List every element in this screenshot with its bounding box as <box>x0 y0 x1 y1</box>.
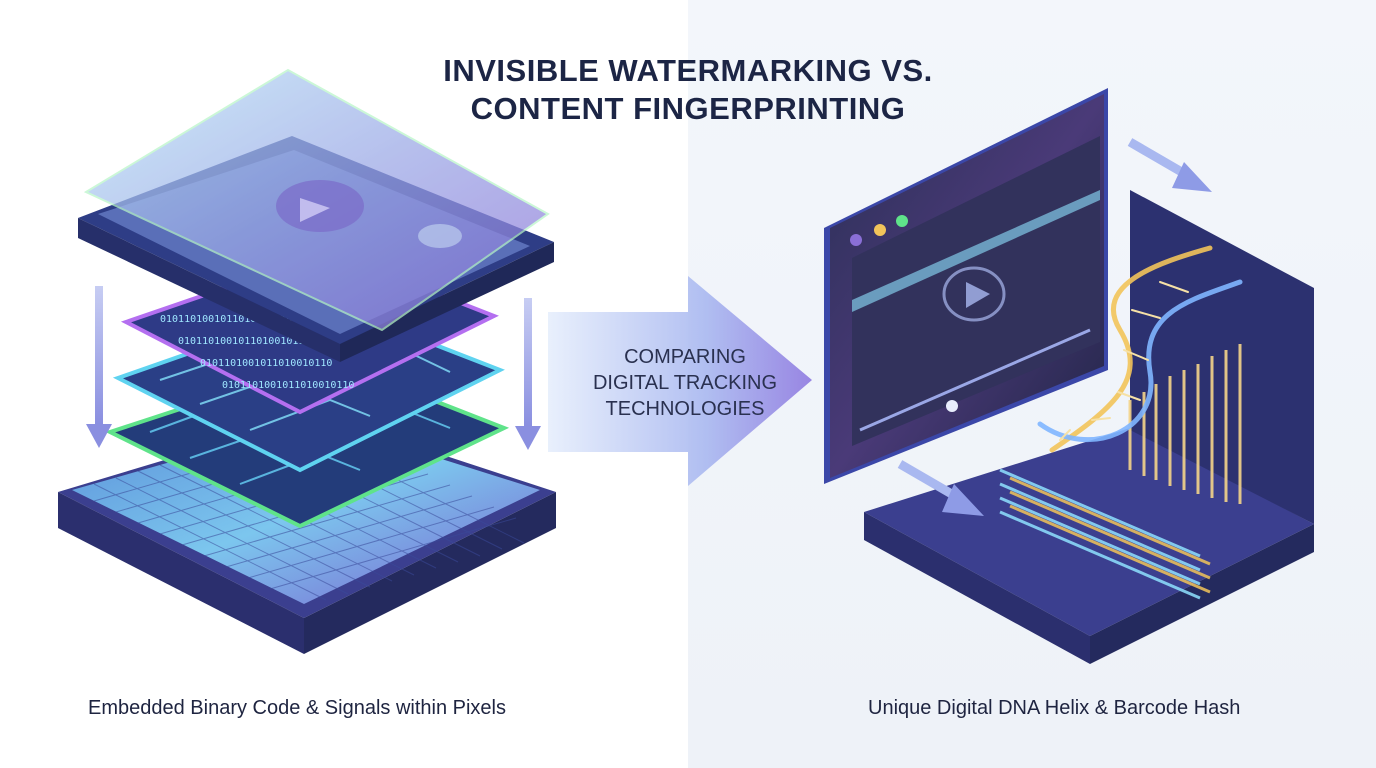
flow-arrow-top <box>1127 138 1212 192</box>
right-caption: Unique Digital DNA Helix & Barcode Hash <box>868 697 1241 719</box>
comparison-label-line-1: COMPARING <box>624 346 746 368</box>
play-icon <box>966 282 990 308</box>
comparison-label: COMPARING DIGITAL TRACKING TECHNOLOGIES <box>560 344 810 422</box>
title-line-1: INVISIBLE WATERMARKING VS. <box>443 53 933 88</box>
comparison-label-line-3: TECHNOLOGIES <box>605 398 765 420</box>
monitor-window <box>824 88 1108 484</box>
image-frame-layer <box>78 68 554 362</box>
page-title: INVISIBLE WATERMARKING VS. CONTENT FINGE… <box>388 52 988 128</box>
window-dot-purple <box>850 234 862 246</box>
comparison-label-line-2: DIGITAL TRACKING <box>592 372 778 394</box>
embed-arrow-right <box>515 298 541 450</box>
window-dot-yellow <box>874 224 886 236</box>
binary-text-row-2: 0101101001011010010110 <box>178 336 310 347</box>
binary-text-row-4: 0101101001011010010110 <box>222 380 354 391</box>
back-panel <box>1130 190 1314 524</box>
watermark-layer-stack: 0101101001011010010110 01011010010110100… <box>58 68 556 654</box>
video-progress-bar <box>859 328 1091 432</box>
title-line-2: CONTENT FINGERPRINTING <box>470 91 906 126</box>
progress-handle <box>946 400 958 412</box>
left-caption: Embedded Binary Code & Signals within Pi… <box>88 697 506 719</box>
fingerprint-base-plate <box>864 428 1314 664</box>
fingerprint-scene <box>824 88 1314 664</box>
window-dot-green <box>896 215 908 227</box>
binary-text-row-3: 0101101001011010010110 <box>200 358 332 369</box>
comparison-arrow <box>548 276 812 486</box>
barcode-hash <box>999 344 1242 600</box>
embed-arrow-left <box>86 286 112 448</box>
flow-arrow-bottom <box>897 460 984 516</box>
binary-text-row-1: 0101101001011010010110 <box>160 314 292 325</box>
dna-helix <box>1037 245 1243 453</box>
